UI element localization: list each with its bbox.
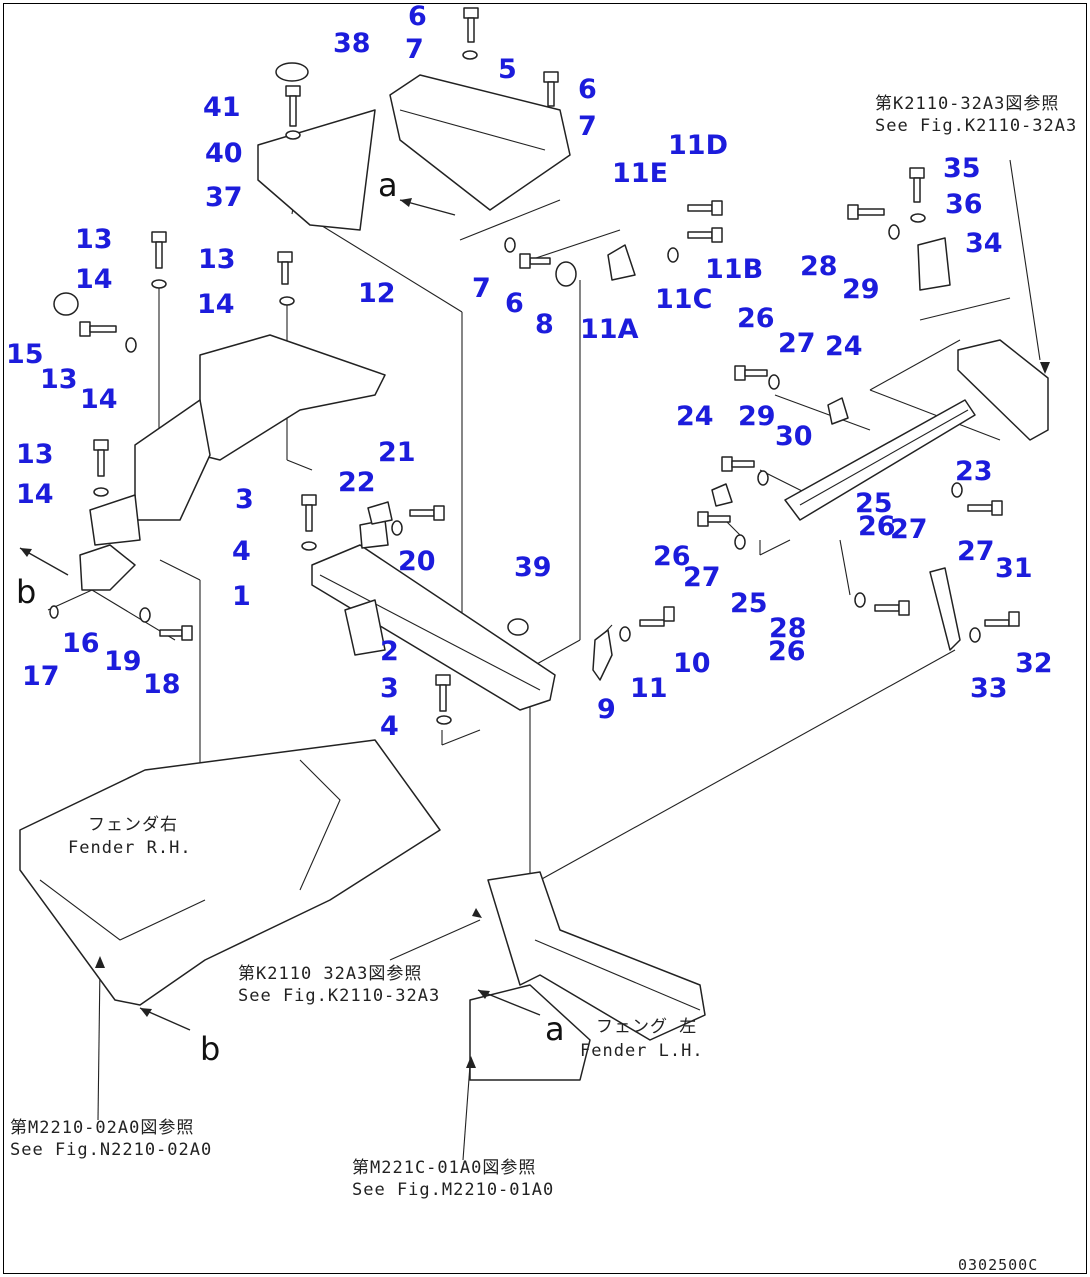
figure-code: 0302500C [958, 1256, 1038, 1274]
view-letter-b: b [200, 1030, 220, 1068]
callout-29: 29 [842, 274, 880, 305]
callout-25: 25 [855, 488, 893, 519]
callout-40: 40 [205, 138, 243, 169]
callout-22: 22 [338, 467, 376, 498]
ref-note-k2110-mid-jp: 第K2110 32A3図参照 [238, 964, 422, 984]
callout-7: 7 [578, 111, 597, 142]
callout-26: 26 [768, 636, 806, 667]
callout-19: 19 [104, 646, 142, 677]
fender-rh-label-en: Fender R.H. [68, 838, 192, 858]
callout-27: 27 [890, 514, 928, 545]
callout-20: 20 [398, 546, 436, 577]
callout-26: 26 [737, 303, 775, 334]
callout-18: 18 [143, 669, 181, 700]
callout-31: 31 [995, 553, 1033, 584]
callout-23: 23 [955, 456, 993, 487]
callout-13: 13 [40, 364, 78, 395]
callout-13: 13 [75, 224, 113, 255]
ref-note-m2210-02-en: See Fig.N2210-02A0 [10, 1140, 212, 1160]
view-arrows [19, 198, 1050, 1068]
callout-16: 16 [62, 628, 100, 659]
callout-26: 26 [653, 541, 691, 572]
part-outlines [19, 7, 1049, 1081]
view-letter-b: b [16, 573, 36, 611]
callout-35: 35 [943, 153, 981, 184]
fender-lh-label-jp: フェング 左 [596, 1017, 697, 1037]
ref-note-k2110-top-jp: 第K2110-32A3図参照 [875, 94, 1059, 114]
callout-13: 13 [16, 439, 54, 470]
callout-27: 27 [957, 536, 995, 567]
callout-27: 27 [778, 328, 816, 359]
callout-2: 2 [380, 636, 399, 667]
callout-25: 25 [730, 588, 768, 619]
callout-6: 6 [505, 288, 524, 319]
callout-1: 1 [232, 581, 251, 612]
callout-39: 39 [514, 552, 552, 583]
callout-4: 4 [380, 711, 399, 742]
callout-28: 28 [769, 613, 807, 644]
callout-9: 9 [597, 694, 616, 725]
callout-11c: 11C [655, 284, 712, 315]
callout-5: 5 [498, 54, 517, 85]
ref-note-m2210-01-en: See Fig.M2210-01A0 [352, 1180, 554, 1200]
callout-21: 21 [378, 437, 416, 468]
callout-37: 37 [205, 182, 243, 213]
callout-11e: 11E [612, 158, 668, 189]
callout-26: 26 [858, 511, 896, 542]
diagram-border [3, 3, 1087, 1274]
callout-14: 14 [75, 264, 113, 295]
callout-layer: 123344566677789101111A11B11C11D11E121313… [6, 1, 1053, 742]
ref-note-m2210-02-jp: 第M2210-02A0図参照 [10, 1118, 194, 1138]
fender-lh-label-en: Fender L.H. [580, 1041, 704, 1061]
callout-3: 3 [380, 673, 399, 704]
callout-7: 7 [472, 273, 491, 304]
callout-6: 6 [578, 74, 597, 105]
callout-36: 36 [945, 189, 983, 220]
callout-4: 4 [232, 536, 251, 567]
ref-note-m2210-01-jp: 第M221C-01A0図参照 [352, 1158, 536, 1178]
callout-27: 27 [683, 562, 721, 593]
ref-note-k2110-mid-en: See Fig.K2110-32A3 [238, 986, 440, 1006]
callout-14: 14 [16, 479, 54, 510]
callout-34: 34 [965, 228, 1003, 259]
callout-32: 32 [1015, 648, 1053, 679]
callout-29: 29 [738, 401, 776, 432]
callout-41: 41 [203, 92, 241, 123]
callout-11a: 11A [580, 314, 639, 345]
callout-8: 8 [535, 309, 554, 340]
callout-7: 7 [405, 34, 424, 65]
view-letter-a: a [545, 1010, 565, 1048]
callout-14: 14 [197, 289, 235, 320]
callout-12: 12 [358, 278, 396, 309]
fender-rh-label-jp: フェンダ右 [88, 815, 178, 835]
callout-13: 13 [198, 244, 236, 275]
callout-38: 38 [333, 28, 371, 59]
callout-10: 10 [673, 648, 711, 679]
callout-30: 30 [775, 421, 813, 452]
callout-24: 24 [676, 401, 714, 432]
callout-11d: 11D [668, 130, 728, 161]
callout-24: 24 [825, 331, 863, 362]
callout-3: 3 [235, 484, 254, 515]
callout-17: 17 [22, 661, 60, 692]
callout-11b: 11B [705, 254, 763, 285]
callout-33: 33 [970, 673, 1008, 704]
callout-11: 11 [630, 673, 668, 704]
view-letter-layer: a a b b [16, 166, 565, 1068]
callout-28: 28 [800, 251, 838, 282]
callout-14: 14 [80, 384, 118, 415]
view-letter-a: a [378, 166, 398, 204]
callout-6: 6 [408, 1, 427, 32]
ref-note-k2110-top-en: See Fig.K2110-32A3 [875, 116, 1077, 136]
callout-15: 15 [6, 339, 44, 370]
